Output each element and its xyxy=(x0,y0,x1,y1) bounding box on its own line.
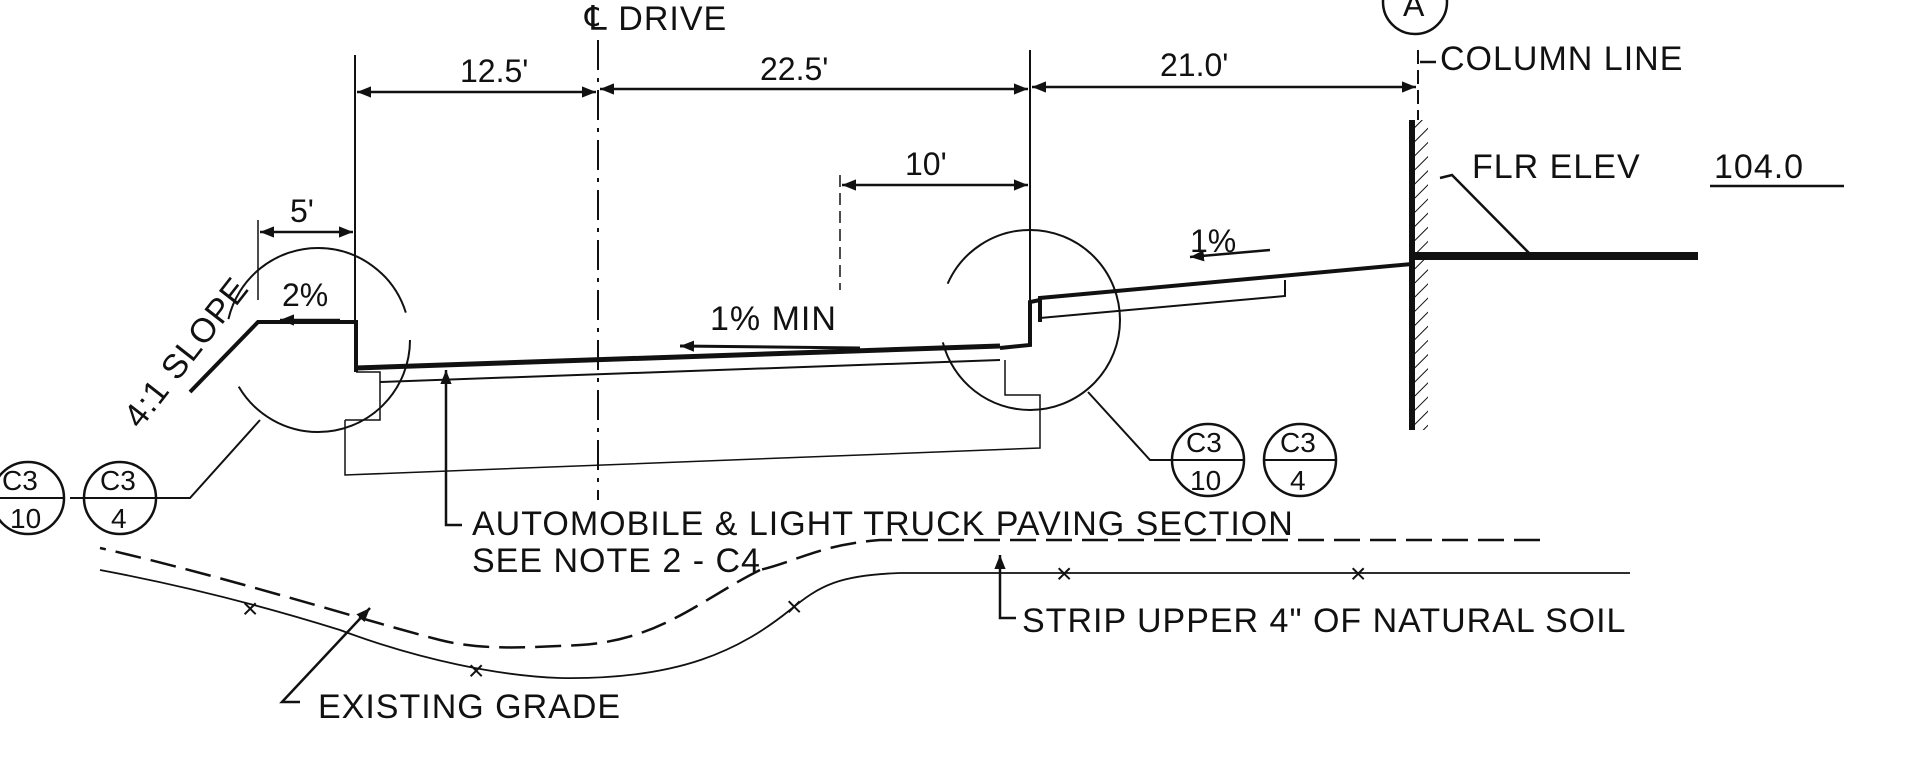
paving-note-line1: AUTOMOBILE & LIGHT TRUCK PAVING SECTION xyxy=(472,505,1294,543)
sidewalk-bottom xyxy=(1039,280,1286,319)
column-grid-letter: A xyxy=(1403,0,1425,23)
existing-grade-leader xyxy=(279,607,371,704)
strip-note-leader xyxy=(994,555,1016,620)
floor-elev-value: 104.0 xyxy=(1714,148,1804,186)
floor-elev-prefix: FLR ELEV xyxy=(1472,148,1641,186)
dim-label-12-5: 12.5' xyxy=(460,53,528,89)
existing-grade-line xyxy=(99,569,1630,679)
detail-ref-bottom: 4 xyxy=(111,503,127,534)
detail-ref-leader-left xyxy=(70,419,261,499)
dimension-lines xyxy=(257,40,1419,500)
column-line-label: COLUMN LINE xyxy=(1440,40,1683,78)
detail-ref-leader-right xyxy=(1087,391,1172,461)
finished-grade-line-right xyxy=(759,538,1540,572)
grade-x-mark: × xyxy=(242,593,258,624)
detail-ref-top: C3 xyxy=(2,465,38,496)
curb-face xyxy=(999,298,1041,350)
detail-ref-bottom: 4 xyxy=(1290,465,1306,496)
grade-x-mark: × xyxy=(1056,558,1072,589)
detail-ref-top: C3 xyxy=(100,465,136,496)
grade-right-label: 1% xyxy=(1190,223,1236,259)
wall-hatch xyxy=(1412,120,1428,430)
sidewalk-section xyxy=(999,262,1413,350)
detail-ref-bottom: 10 xyxy=(10,503,41,534)
centerline-drive-label: ℄ DRIVE xyxy=(584,0,727,38)
grade-x-mark: × xyxy=(786,591,802,622)
detail-ref-bottom: 10 xyxy=(1190,465,1221,496)
dim-label-21-0: 21.0' xyxy=(1160,47,1228,83)
detail-refs-left: C3 10 C3 4 xyxy=(0,419,261,536)
grade-arrow-right xyxy=(1189,248,1271,262)
grade-x-mark: × xyxy=(468,655,484,686)
pavement-base xyxy=(379,359,1001,383)
floor-elev-leader xyxy=(1439,173,1531,255)
grade-left-label: 2% xyxy=(282,277,328,313)
left-curb-top xyxy=(188,320,358,394)
strip-note: STRIP UPPER 4" OF NATURAL SOIL xyxy=(1022,602,1626,640)
finished-grade-line-left xyxy=(99,546,761,649)
dim-label-10: 10' xyxy=(905,146,947,182)
existing-grade-x-marks: × × × × × xyxy=(242,558,1366,686)
building-wall xyxy=(1409,120,1698,430)
dim-label-22-5: 22.5' xyxy=(760,51,828,87)
subgrade-outline xyxy=(344,360,1041,476)
existing-grade-label: EXISTING GRADE xyxy=(318,688,621,726)
detail-circle-left xyxy=(225,247,411,433)
detail-circle-right xyxy=(939,229,1121,411)
paving-note-line2: SEE NOTE 2 - C4 xyxy=(472,542,761,580)
dim-label-5: 5' xyxy=(290,193,314,229)
grade-x-mark: × xyxy=(1350,558,1366,589)
column-grid-bubble xyxy=(1381,0,1449,36)
detail-ref-top: C3 xyxy=(1186,427,1222,458)
detail-ref-top: C3 xyxy=(1280,427,1316,458)
grade-min-label: 1% MIN xyxy=(710,300,837,338)
pavement-section xyxy=(344,325,1041,476)
pavement-surface xyxy=(355,343,1001,371)
sidewalk-top xyxy=(1038,262,1413,322)
left-curb-slope xyxy=(188,320,358,394)
slope-label: 4:1 SLOPE xyxy=(116,270,256,435)
grade-arrow-min xyxy=(679,340,861,352)
detail-refs-right: C3 10 C3 4 xyxy=(1087,391,1338,498)
paving-note-leader xyxy=(440,370,462,527)
